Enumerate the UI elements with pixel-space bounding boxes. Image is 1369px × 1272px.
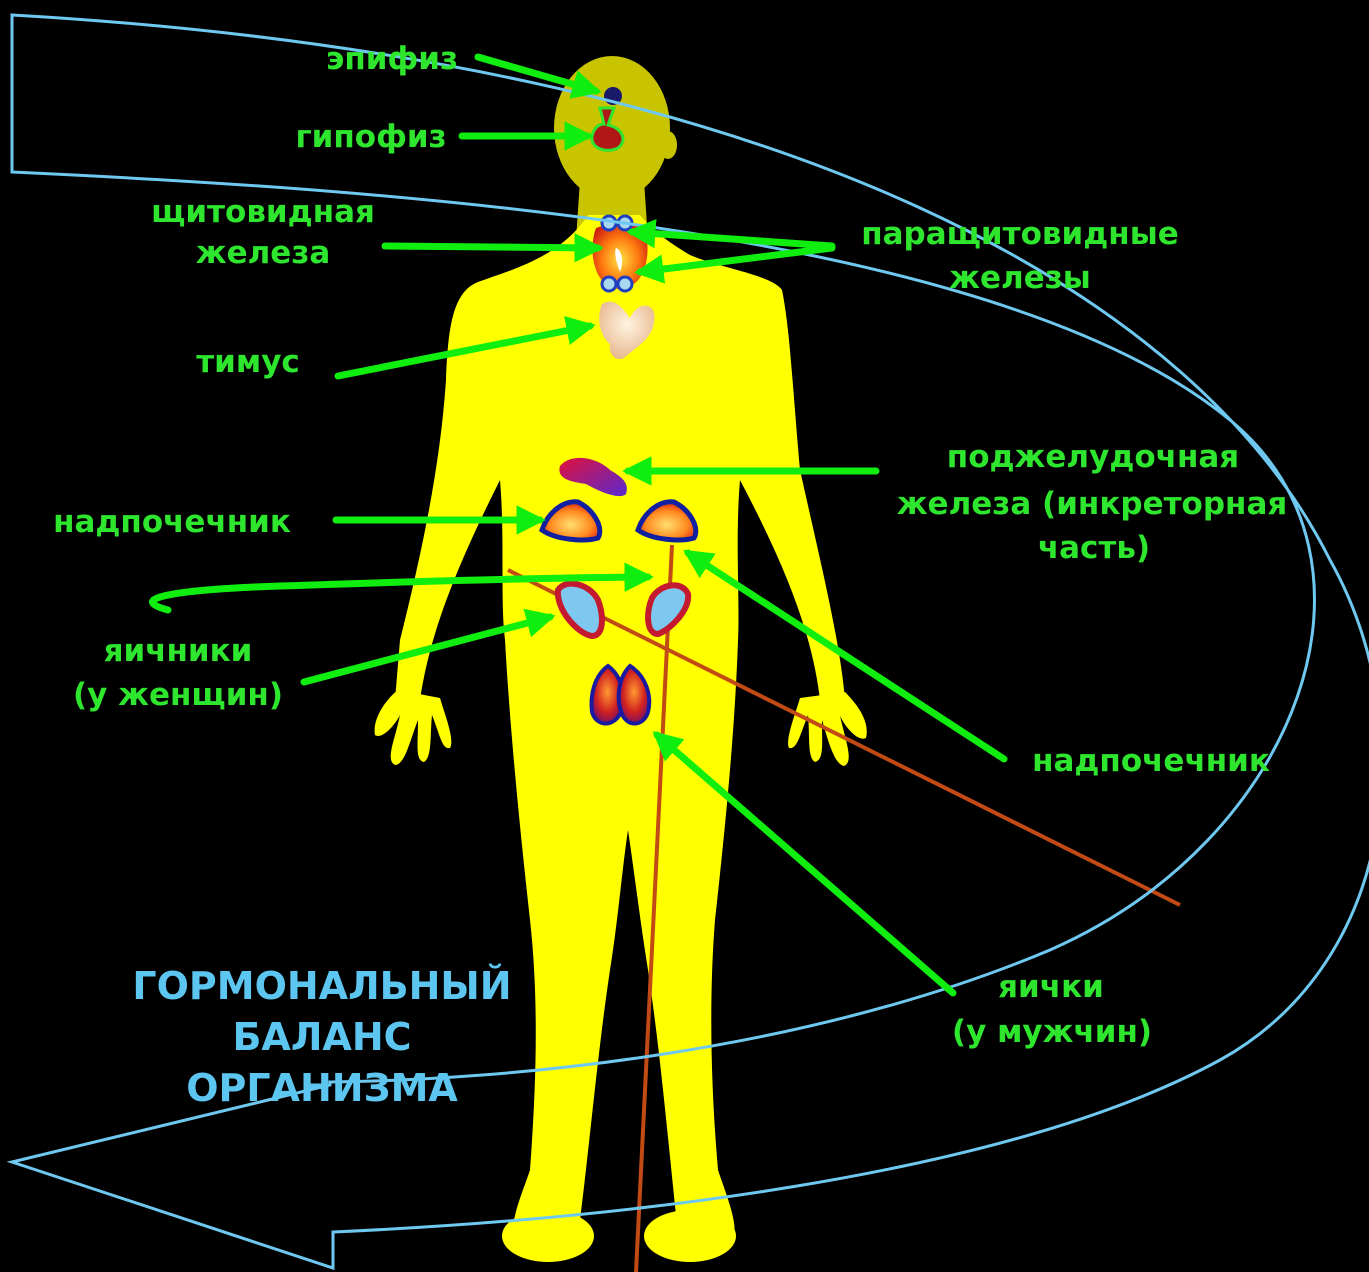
label-parathyroid-line2: железы xyxy=(949,260,1091,296)
label-thyroid-line1: щитовидная xyxy=(151,194,375,230)
arrow-thyroid xyxy=(385,246,598,248)
label-pancreas-line2: железа (инкреторная xyxy=(897,486,1288,522)
balance-line1: ГОРМОНАЛЬНЫЙ xyxy=(132,964,511,1008)
label-adrenal-left: надпочечник xyxy=(53,504,291,540)
balance-line2: БАЛАНС xyxy=(232,1015,411,1059)
label-ovaries-line1: яичники xyxy=(104,633,253,669)
label-pancreas-line1: поджелудочная xyxy=(947,439,1239,475)
balance-label: ГОРМОНАЛЬНЫЙ БАЛАНС ОРГАНИЗМА xyxy=(132,964,511,1110)
label-thyroid-line2: железа xyxy=(196,235,331,271)
label-adrenal-right: надпочечник xyxy=(1032,743,1270,779)
balance-line3: ОРГАНИЗМА xyxy=(186,1066,458,1110)
label-thymus: тимус xyxy=(196,344,300,380)
label-testes-line2: (у мужчин) xyxy=(952,1014,1152,1050)
label-pituitary: гипофиз xyxy=(295,119,446,155)
label-parathyroid-line1: паращитовидные xyxy=(861,216,1179,252)
label-ovaries-line2: (у женщин) xyxy=(73,677,283,713)
label-pancreas-line3: часть) xyxy=(1038,530,1150,566)
label-testes-line1: яички xyxy=(998,969,1104,1005)
label-epiphysis: эпифиз xyxy=(326,41,458,77)
